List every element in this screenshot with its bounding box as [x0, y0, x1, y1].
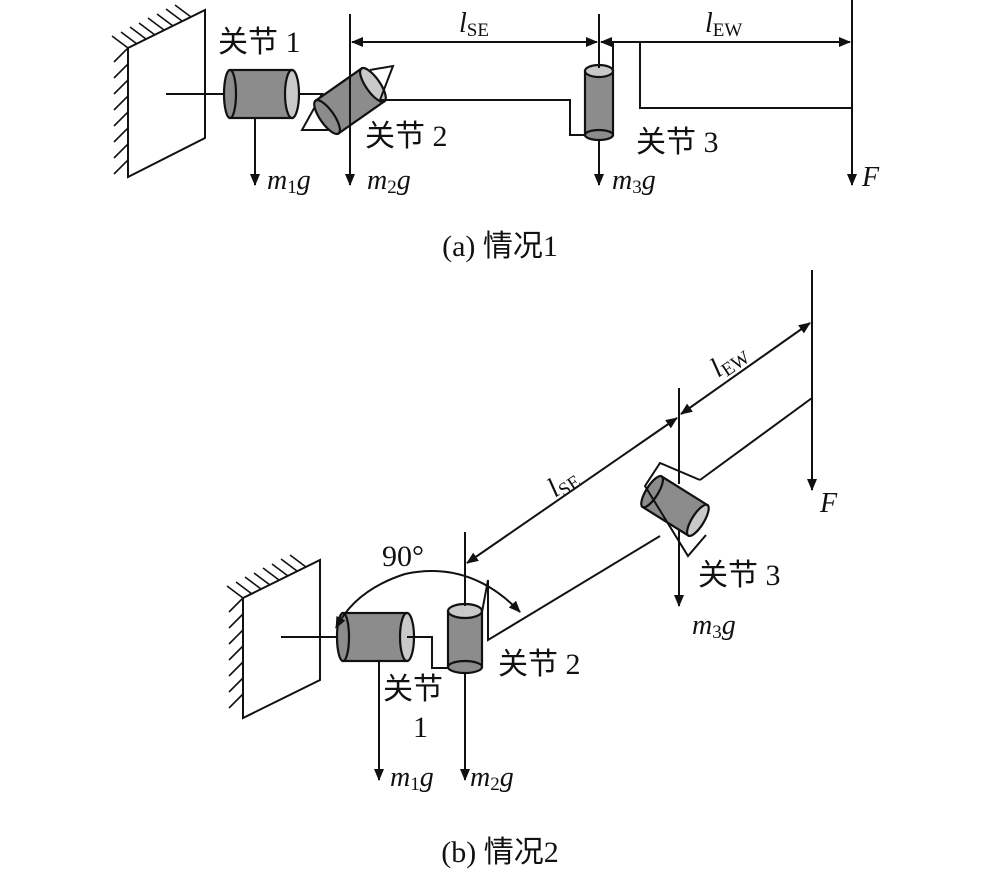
joint3-cylinder-b	[640, 474, 710, 538]
wall-b	[226, 554, 321, 720]
lse-label-b: lSE	[542, 461, 585, 505]
m2g-label-a: m2g	[367, 165, 411, 198]
lse-label-a: lSE	[459, 8, 489, 41]
joint1-label-b-line1: 关节	[383, 673, 443, 706]
joint2-label-b: 关节 2	[498, 648, 581, 681]
caption-a: (a) 情况1	[442, 230, 558, 263]
angle-label-b: 90°	[382, 540, 424, 573]
joint1-label-b-line2: 1	[413, 711, 428, 744]
force-label-b: F	[819, 488, 838, 519]
m2g-label-b: m2g	[470, 762, 514, 795]
joint2-cylinder-b	[446, 602, 484, 675]
m1g-label-a: m1g	[267, 165, 311, 198]
joint2-label-a: 关节 2	[365, 120, 448, 153]
joint1-cylinder-a	[222, 68, 301, 120]
m3g-label-a: m3g	[612, 165, 656, 198]
caption-b: (b) 情况2	[441, 836, 558, 869]
panel-b: 关节 1 关节 2 关节 3 90° lSE lEW m1g m2g m3g F…	[226, 270, 838, 869]
joint3-cylinder-a	[583, 63, 615, 142]
joint3-label-a: 关节 3	[636, 126, 719, 159]
panel-a: 关节 1 关节 2 关节 3 lSE lEW m1g m2g m3g F (a)…	[111, 0, 880, 263]
m3g-label-b: m3g	[692, 610, 736, 643]
force-label-a: F	[861, 162, 880, 193]
joint3-label-b: 关节 3	[698, 559, 781, 592]
lew-label-a: lEW	[705, 8, 742, 41]
joint1-cylinder-b	[335, 611, 416, 663]
lew-label-b: lEW	[705, 337, 754, 385]
joint1-label-a: 关节 1	[218, 26, 301, 59]
wall-a	[111, 4, 206, 179]
m1g-label-b: m1g	[390, 762, 434, 795]
